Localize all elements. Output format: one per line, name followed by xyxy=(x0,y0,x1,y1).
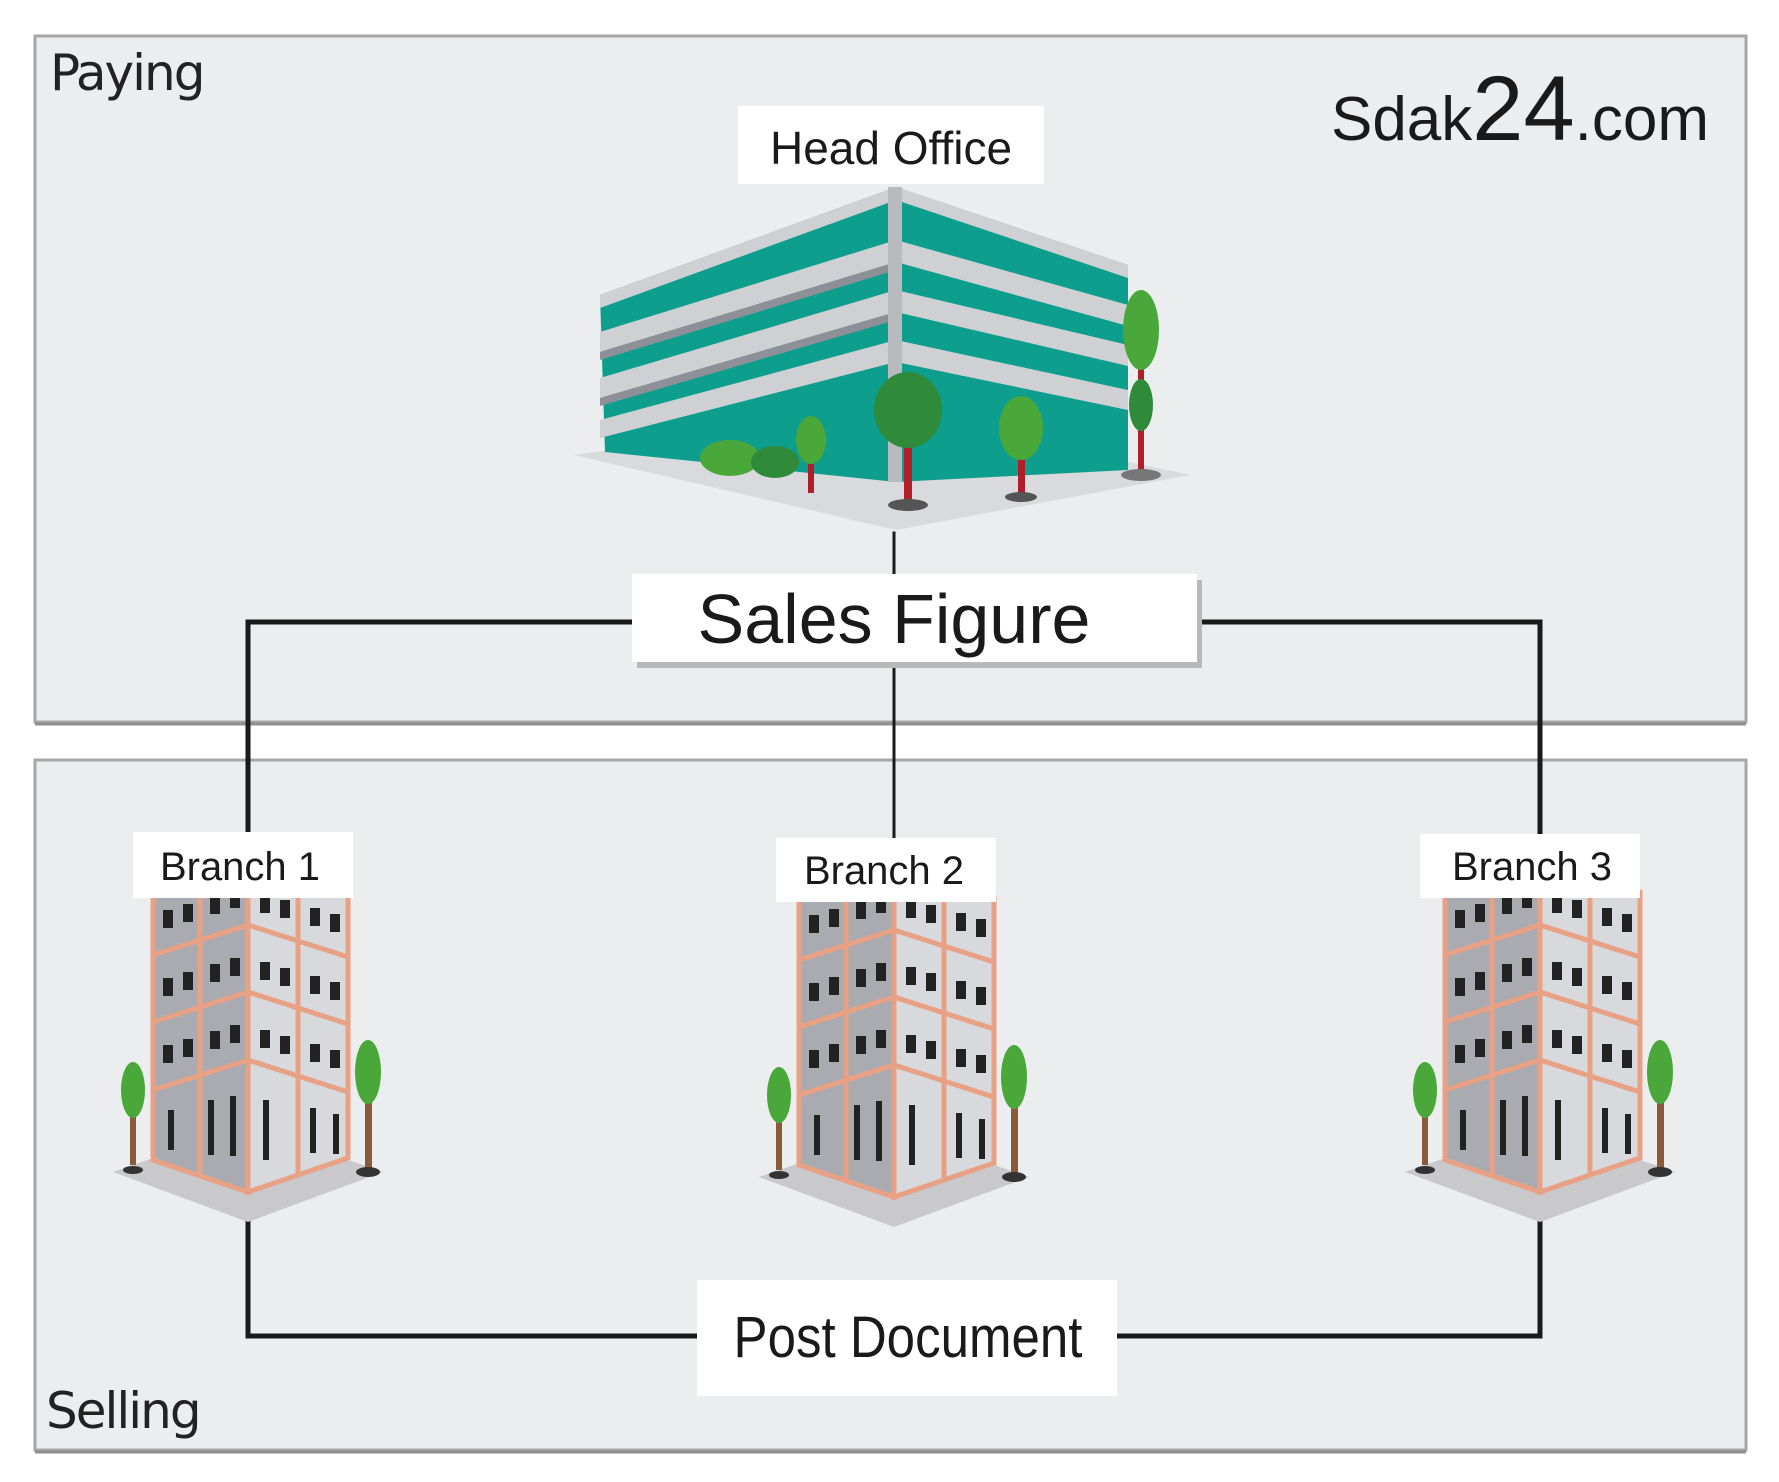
watermark-suffix: .com xyxy=(1575,85,1709,154)
watermark-number: 24 xyxy=(1472,58,1574,160)
post-document-box xyxy=(697,1280,1117,1396)
selling-zone-label: Selling xyxy=(46,1382,200,1440)
branch-building-icon xyxy=(113,858,383,1222)
head-office-label-box xyxy=(738,106,1044,184)
post-document-label: Post Document xyxy=(734,1305,1083,1370)
office-building-icon xyxy=(574,187,1190,530)
paying-zone-label: Paying xyxy=(50,44,203,102)
sales-figure-label: Sales Figure xyxy=(698,580,1091,658)
branch-2-label-box xyxy=(776,838,996,902)
branch-3-label-box xyxy=(1420,834,1640,898)
sales-figure-box xyxy=(632,574,1197,662)
connector-lines xyxy=(245,531,1543,1339)
branch-building-icon xyxy=(1405,858,1675,1222)
branch-2-label: Branch 2 xyxy=(804,849,964,893)
branch-1-label: Branch 1 xyxy=(160,845,320,889)
head-office-label: Head Office xyxy=(770,122,1012,174)
site-watermark: Sdak24.com xyxy=(1331,58,1709,160)
branch-3-label: Branch 3 xyxy=(1452,845,1612,889)
branch-1-label-box xyxy=(133,832,353,898)
branch-building-icon xyxy=(759,863,1029,1227)
watermark-prefix: Sdak xyxy=(1331,85,1473,154)
